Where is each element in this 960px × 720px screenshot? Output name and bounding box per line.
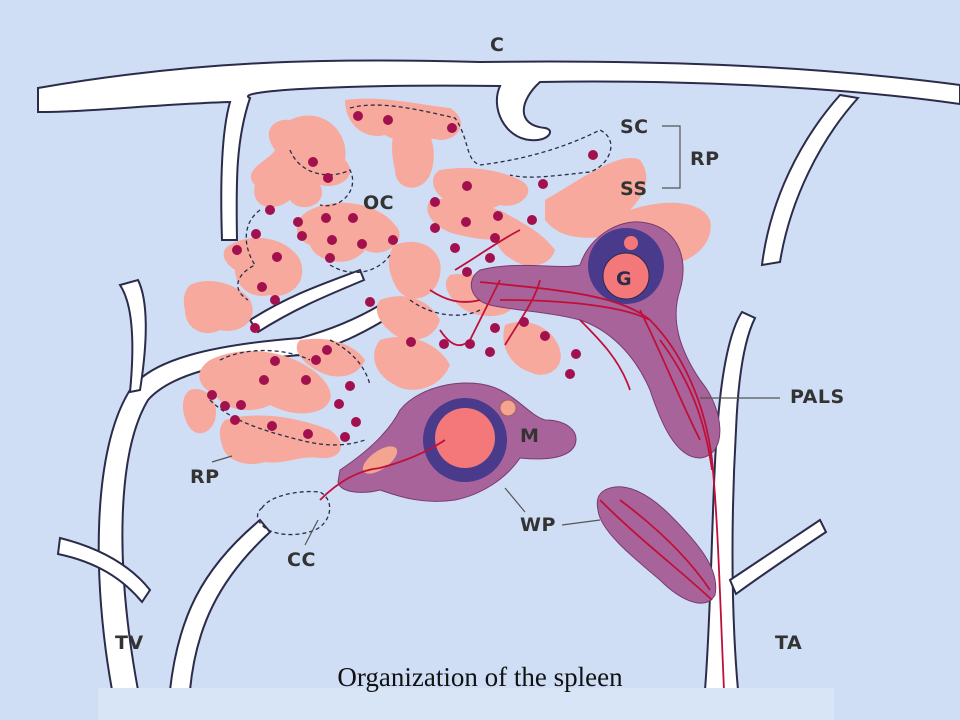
- label-splenic-sinus: SS: [620, 178, 648, 200]
- label-pals: PALS: [790, 386, 845, 408]
- figure-caption: Organization of the spleen: [337, 662, 623, 692]
- splenic-sinus-outlines: [209, 104, 612, 446]
- label-marginal-zone: M: [520, 425, 540, 447]
- label-trabecular-vein: TV: [115, 632, 144, 654]
- closed-circulation-loop: [256, 490, 331, 536]
- leader-lines: [211, 125, 780, 546]
- label-splenic-cord: SC: [620, 116, 649, 138]
- marginal-zone-follicle: [362, 398, 517, 482]
- trabecular-artery: [703, 310, 828, 691]
- label-white-pulp: WP: [520, 514, 556, 536]
- label-germinal-center: G: [616, 268, 633, 290]
- cell-dots: [207, 111, 598, 442]
- label-trabecular-artery: TA: [775, 632, 803, 654]
- label-red-pulp-left: RP: [190, 466, 220, 488]
- capsule: [37, 59, 960, 267]
- caption-band: [98, 688, 834, 720]
- germinal-center: [588, 228, 664, 304]
- arterioles: [319, 229, 725, 691]
- label-open-circulation: OC: [363, 192, 395, 214]
- label-red-pulp-top: RP: [690, 148, 720, 170]
- label-closed-circulation: CC: [287, 549, 316, 571]
- label-capsule: C: [490, 34, 505, 56]
